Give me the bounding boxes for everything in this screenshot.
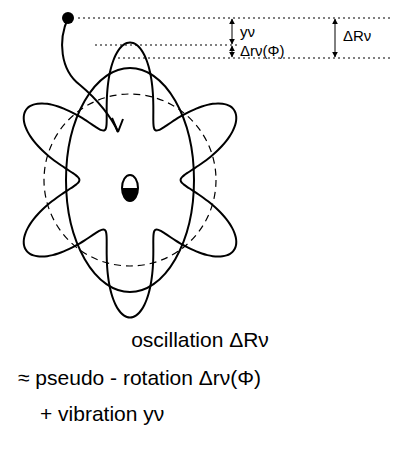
electron-dot xyxy=(62,12,74,24)
reference-line xyxy=(95,45,240,46)
dimension-arrow xyxy=(232,46,233,57)
caption-line: oscillation ΔRν xyxy=(131,328,269,351)
dimension-label: yν xyxy=(240,24,255,41)
electron-path xyxy=(62,18,118,132)
dimension-label: Δrν(Φ) xyxy=(240,43,284,60)
dimension-arrow xyxy=(335,19,336,57)
dashed-circle xyxy=(44,94,216,266)
nucleus xyxy=(122,175,138,201)
caption-line: ≈ pseudo - rotation Δrν(Φ) xyxy=(18,366,261,389)
direction-arrow xyxy=(112,118,123,132)
nucleus-half xyxy=(122,188,138,201)
caption-line: + vibration yν xyxy=(40,402,164,425)
ellipse-orbit xyxy=(66,68,194,292)
wavy-orbit xyxy=(24,43,237,318)
dimension-arrow xyxy=(232,19,233,44)
dimension-label: ΔRν xyxy=(343,28,371,45)
reference-line xyxy=(78,18,390,19)
